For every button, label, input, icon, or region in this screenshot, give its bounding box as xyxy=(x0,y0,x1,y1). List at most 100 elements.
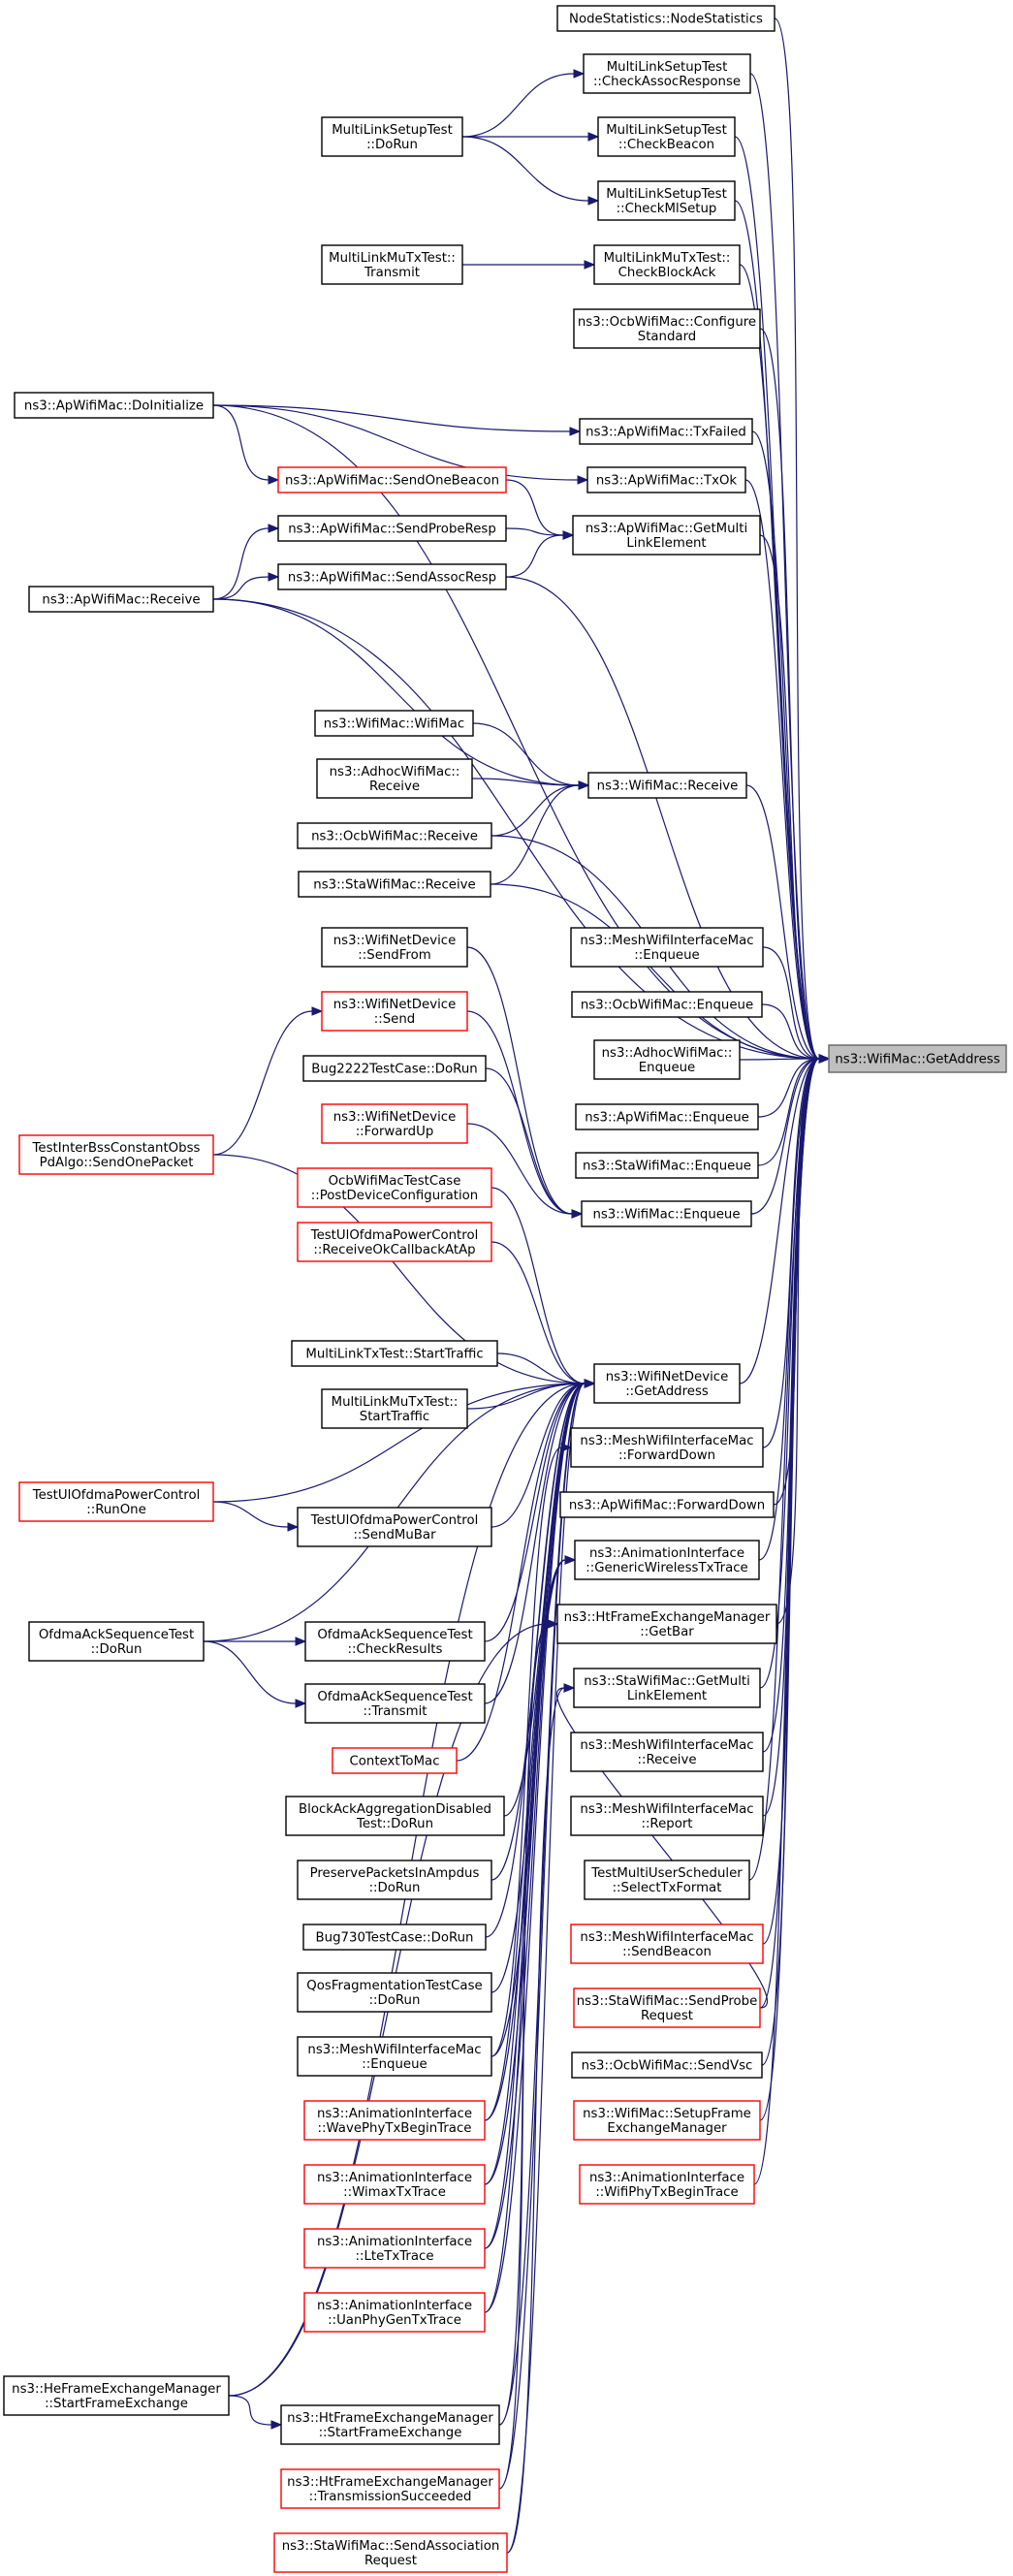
caller-node[interactable]: ns3::ApWifiMac::TxFailed xyxy=(579,418,753,445)
caller-node[interactable]: ns3::ApWifiMac::Enqueue xyxy=(575,1103,759,1130)
caller-node[interactable]: ns3::WifiMac::Enqueue xyxy=(581,1200,752,1227)
caller-node[interactable]: ns3::ApWifiMac::SendProbeResp xyxy=(277,515,507,542)
node-label: MultiLinkSetupTest xyxy=(332,123,453,138)
caller-node[interactable]: OfdmaAckSequenceTest::DoRun xyxy=(28,1621,205,1662)
caller-node[interactable]: ns3::MeshWifiInterfaceMac::Receive xyxy=(570,1732,764,1772)
node-label: ns3::AnimationInterface xyxy=(589,2171,744,2185)
caller-node[interactable]: MultiLinkMuTxTest::CheckBlockAck xyxy=(593,244,741,285)
caller-node[interactable]: ns3::AdhocWifiMac::Receive xyxy=(316,758,473,799)
caller-node[interactable]: ns3::WifiNetDevice::Send xyxy=(321,991,468,1032)
node-label: Enqueue xyxy=(639,1061,696,1075)
caller-node[interactable]: ns3::ApWifiMac::DoInitialize xyxy=(14,392,214,419)
node-box xyxy=(593,244,741,285)
arrowhead-n29-to-n33 xyxy=(571,1209,584,1219)
caller-node[interactable]: MultiLinkSetupTest::DoRun xyxy=(321,116,463,157)
node-box xyxy=(273,2532,508,2573)
caller-node[interactable]: ns3::HtFrameExchangeManager::Transmissio… xyxy=(280,2468,500,2509)
node-box xyxy=(574,1540,760,1580)
caller-node[interactable]: ns3::WifiNetDevice::SendFrom xyxy=(321,927,468,968)
node-label: LinkElement xyxy=(627,1689,707,1703)
caller-node[interactable]: Bug2222TestCase::DoRun xyxy=(302,1055,487,1082)
node-box xyxy=(321,244,463,285)
caller-node[interactable]: Bug730TestCase::DoRun xyxy=(302,1924,487,1951)
node-label: ::SendBeacon xyxy=(622,1945,712,1959)
edge-n13-to-n14 xyxy=(505,527,564,536)
node-label: ::ReceiveOkCallbackAtAp xyxy=(313,1243,475,1257)
caller-node[interactable]: ns3::ApWifiMac::ForwardDown xyxy=(559,1491,775,1518)
caller-node[interactable]: ns3::StaWifiMac::Receive xyxy=(298,871,491,898)
caller-node[interactable]: MultiLinkMuTxTest::Transmit xyxy=(321,244,463,285)
caller-node[interactable]: TestInterBssConstantObssPdAlgo::SendOneP… xyxy=(18,1134,214,1175)
caller-node[interactable]: MultiLinkSetupTest::CheckAssocResponse xyxy=(583,53,751,94)
caller-node[interactable]: ns3::ApWifiMac::SendAssocResp xyxy=(277,563,507,590)
edge-n17-to-n19 xyxy=(472,722,580,786)
caller-node[interactable]: NodeStatistics::NodeStatistics xyxy=(556,5,776,32)
caller-node[interactable]: TestMultiUserScheduler::SelectTxFormat xyxy=(584,1860,750,1900)
node-box xyxy=(573,1988,761,2028)
caller-node[interactable]: QosFragmentationTestCase::DoRun xyxy=(297,1972,492,2013)
node-label: ns3::OcbWifiMac::Receive xyxy=(311,830,478,844)
caller-node[interactable]: ns3::AnimationInterface::GenericWireless… xyxy=(574,1540,760,1580)
caller-node[interactable]: PreservePacketsInAmpdus::DoRun xyxy=(297,1860,492,1900)
caller-node[interactable]: OfdmaAckSequenceTest::CheckResults xyxy=(304,1621,486,1662)
edge-n33-to-target xyxy=(750,1058,820,1215)
caller-node[interactable]: ns3::ApWifiMac::SendOneBeacon xyxy=(277,466,507,493)
node-label: ns3::MeshWifiInterfaceMac xyxy=(580,1930,753,1945)
caller-node[interactable]: ns3::ApWifiMac::Receive xyxy=(28,586,214,613)
caller-node[interactable]: ns3::AnimationInterface::LteTxTrace xyxy=(303,2228,486,2269)
caller-node[interactable]: ns3::MeshWifiInterfaceMac::SendBeacon xyxy=(570,1924,764,1964)
caller-node[interactable]: ns3::MeshWifiInterfaceMac::ForwardDown xyxy=(570,1427,764,1468)
caller-node[interactable]: ns3::AdhocWifiMac::Enqueue xyxy=(593,1039,741,1080)
node-label: ::ForwardDown xyxy=(618,1448,715,1463)
caller-node[interactable]: ns3::WifiNetDevice::ForwardUp xyxy=(321,1103,468,1144)
arrowhead-n44-to-n45 xyxy=(295,1637,307,1646)
caller-node[interactable]: ns3::MeshWifiInterfaceMac::Report xyxy=(570,1796,764,1836)
caller-node[interactable]: ns3::WifiNetDevice::GetAddress xyxy=(593,1363,741,1404)
caller-node[interactable]: ns3::AnimationInterface::WifiPhyTxBeginT… xyxy=(579,2164,755,2205)
edge-n68-to-n43 xyxy=(498,1623,549,2490)
caller-node[interactable]: TestUlOfdmaPowerControl::ReceiveOkCallba… xyxy=(297,1222,492,1262)
caller-node[interactable]: ns3::ApWifiMac::TxOk xyxy=(586,466,746,493)
caller-node[interactable]: OfdmaAckSequenceTest::Transmit xyxy=(304,1683,486,1724)
edge-n16-to-n15 xyxy=(212,576,269,600)
edge-n24-to-target xyxy=(761,1003,820,1060)
caller-node[interactable]: ns3::AnimationInterface::WimaxTxTrace xyxy=(303,2164,486,2205)
caller-node[interactable]: ns3::HeFrameExchangeManager::StartFrameE… xyxy=(3,2375,230,2416)
caller-node[interactable]: ns3::HtFrameExchangeManager::GetBar xyxy=(556,1604,777,1644)
caller-node[interactable]: ns3::OcbWifiMac::SendVsc xyxy=(571,2051,763,2079)
node-label: Request xyxy=(641,2009,693,2023)
caller-node[interactable]: TestUlOfdmaPowerControl::RunOne xyxy=(18,1481,214,1522)
caller-node[interactable]: ns3::OcbWifiMac::Enqueue xyxy=(571,991,763,1018)
caller-node[interactable]: OcbWifiMacTestCase::PostDeviceConfigurat… xyxy=(297,1167,492,1208)
arrowhead-n39-to-n41 xyxy=(287,1522,300,1532)
caller-node[interactable]: ns3::OcbWifiMac::Receive xyxy=(297,822,492,849)
caller-node[interactable]: ns3::AnimationInterface::UanPhyGenTxTrac… xyxy=(303,2292,486,2333)
node-label: ns3::StaWifiMac::Receive xyxy=(313,878,475,893)
caller-node[interactable]: TestUlOfdmaPowerControl::SendMuBar xyxy=(297,1507,492,1547)
caller-node[interactable]: MultiLinkSetupTest::CheckBeacon xyxy=(597,116,736,157)
caller-node[interactable]: ns3::WifiMac::WifiMac xyxy=(314,710,474,737)
node-box xyxy=(314,710,474,737)
arrowhead-n68-to-n43 xyxy=(547,1619,559,1629)
caller-node[interactable]: MultiLinkMuTxTest::StartTraffic xyxy=(321,1388,468,1429)
node-label: ns3::OcbWifiMac::SendVsc xyxy=(582,2059,753,2074)
caller-node[interactable]: ns3::MeshWifiInterfaceMac::Enqueue xyxy=(297,2036,492,2077)
node-label: ::GetBar xyxy=(640,1625,694,1639)
caller-node[interactable]: ns3::MeshWifiInterfaceMac::Enqueue xyxy=(570,927,764,968)
caller-node[interactable]: ContextToMac xyxy=(332,1747,458,1774)
caller-node[interactable]: ns3::AnimationInterface::WavePhyTxBeginT… xyxy=(303,2100,486,2141)
node-box xyxy=(556,1604,777,1644)
caller-node[interactable]: MultiLinkTxTest::StartTraffic xyxy=(291,1340,498,1367)
arrowhead-n44-to-n47 xyxy=(295,1699,307,1708)
caller-node[interactable]: MultiLinkSetupTest::CheckMlSetup xyxy=(597,180,736,221)
caller-node[interactable]: ns3::StaWifiMac::Enqueue xyxy=(575,1152,759,1179)
caller-node[interactable]: ns3::WifiMac::Receive xyxy=(587,772,747,799)
caller-node[interactable]: ns3::HtFrameExchangeManager::StartFrameE… xyxy=(280,2404,500,2445)
